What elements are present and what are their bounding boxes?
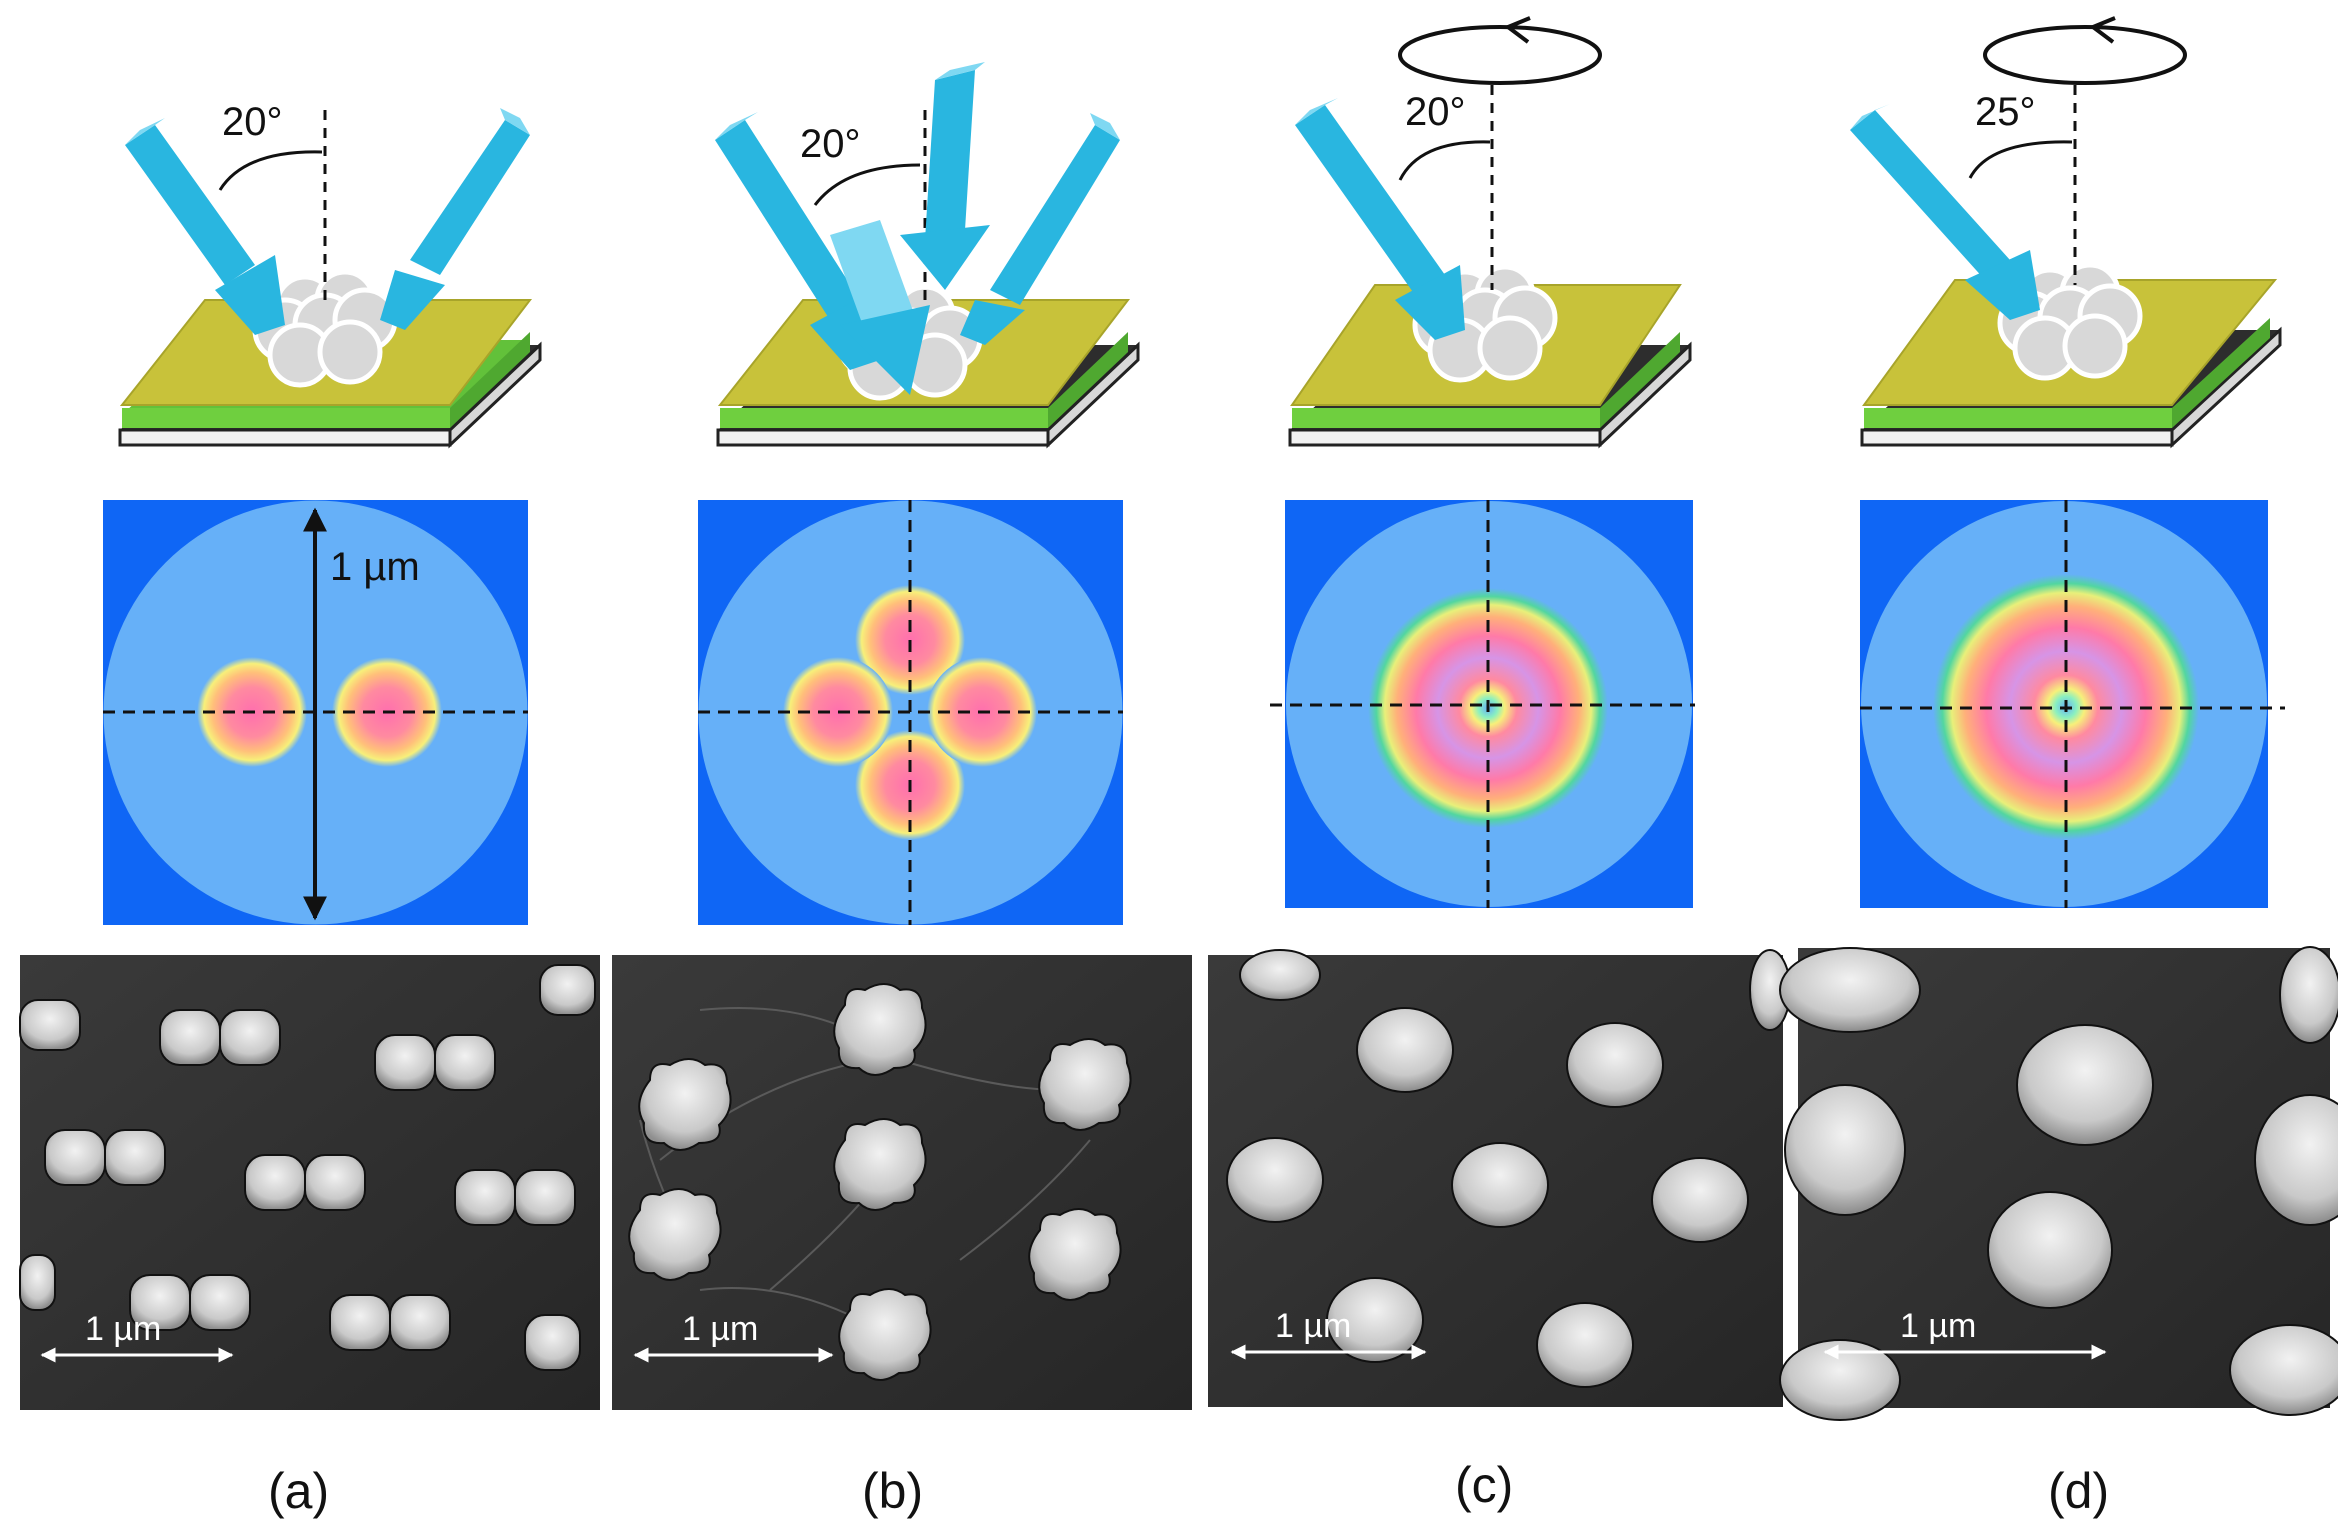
sem-image-b: 1 µm (612, 955, 1192, 1410)
beam-right (960, 113, 1120, 345)
film-layer (1292, 408, 1600, 428)
intensity-map-d (1860, 500, 2285, 908)
sem-scale-label: 1 µm (1275, 1307, 1351, 1345)
panel-letter: (b) (862, 1463, 923, 1519)
panel-letter: (c) (1455, 1457, 1513, 1513)
map-scale-label: 1 µm (330, 545, 420, 589)
beam-left (1295, 98, 1465, 340)
panel-letter: (a) (268, 1463, 329, 1519)
sem-image-d: 1 µm (1779, 946, 2338, 1421)
angle-label: 20° (222, 100, 283, 144)
angle-arc (218, 150, 323, 191)
intensity-map-c (1270, 500, 1695, 908)
intensity-map-b (698, 500, 1123, 925)
angle-label: 20° (800, 122, 861, 166)
schematic-d: 25° (1850, 16, 2282, 449)
schematic-a: 20° (118, 100, 542, 449)
sem-particles (628, 983, 1132, 1381)
rotation-icon (1398, 25, 1602, 85)
angle-arc (1968, 140, 2073, 179)
angle-label: 20° (1405, 90, 1466, 134)
panel-b: 20° (612, 62, 1192, 1519)
beam-left (1850, 104, 2040, 320)
schematic-b: 20° (715, 62, 1140, 449)
panel-d: 25° (1779, 16, 2338, 1519)
panel-a: 20° 1 µm (19, 100, 600, 1519)
sem-scale-label: 1 µm (85, 1310, 161, 1348)
panel-c: 20° (1208, 16, 1791, 1513)
intensity-map-a: 1 µm (103, 500, 528, 925)
sem-image-c: 1 µm (1208, 949, 1791, 1407)
sem-particles (19, 964, 596, 1371)
substrate-edge (118, 428, 452, 447)
beam-left (125, 118, 285, 335)
sem-scale-label: 1 µm (1900, 1307, 1976, 1345)
rotation-icon (1983, 25, 2187, 85)
schematic-c: 20° (1288, 16, 1692, 449)
beam-back (900, 62, 990, 290)
beam-front (830, 220, 930, 395)
angle-label: 25° (1975, 90, 2036, 134)
film-layer (720, 408, 1048, 428)
sphere-cluster (252, 269, 398, 388)
angle-arc (1398, 140, 1491, 181)
angle-arc (813, 163, 921, 206)
sem-scale-label: 1 µm (682, 1310, 758, 1348)
panel-letter: (d) (2048, 1463, 2109, 1519)
beam-right (380, 108, 530, 330)
sem-particles (1226, 949, 1791, 1388)
film-layer (1864, 408, 2172, 428)
sem-particles (1779, 946, 2338, 1421)
sem-image-a: 1 µm (19, 955, 600, 1410)
map-disk (698, 500, 1123, 925)
